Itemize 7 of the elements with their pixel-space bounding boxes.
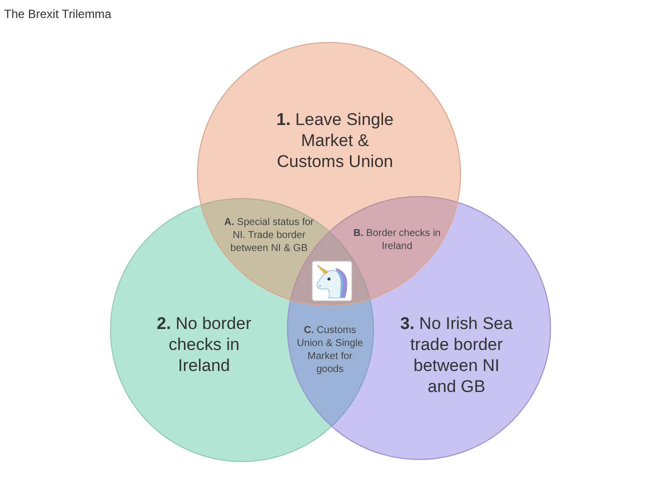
circle-label: 3. No Irish Sea trade border between NI and GB xyxy=(399,313,514,397)
circle-label: 1. Leave Single Market & Customs Union xyxy=(275,109,395,172)
title: The Brexit Trilemma xyxy=(4,7,112,21)
region-label: B. Border checks in Ireland xyxy=(352,227,442,253)
region-label: A. Special status for NI. Trade border between NI & GB xyxy=(223,216,315,255)
circle-label: 2. No border checks in Ireland xyxy=(156,313,252,376)
region-label: C. Customs Union & Single Market for goods xyxy=(296,324,364,376)
